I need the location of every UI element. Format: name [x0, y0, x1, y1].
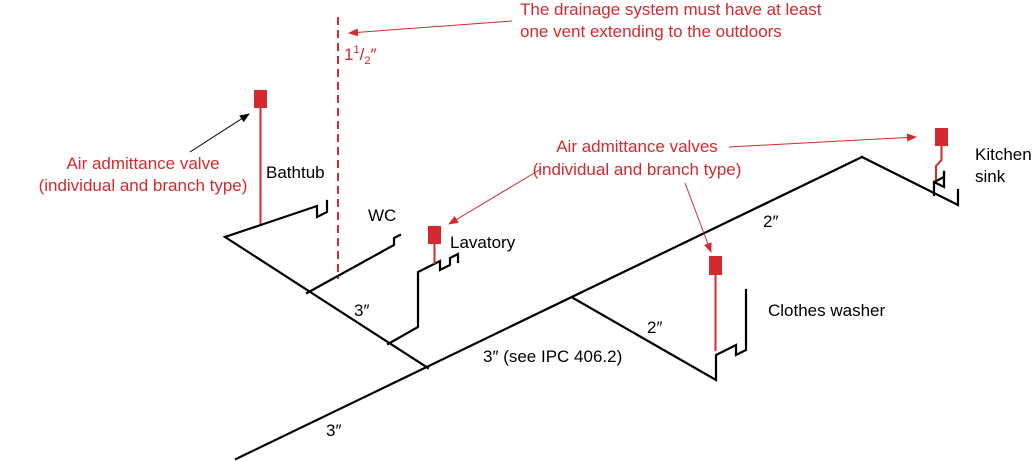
leader-lines [189, 20, 917, 253]
outdoor-vent-callout-line1: The drainage system must have at least [520, 0, 822, 19]
aav-single-callout-line1: Air admittance valve [66, 154, 219, 173]
drain-piping [222, 155, 960, 461]
vent-size-numerator: 1 [353, 44, 359, 56]
washer-2in-label: 2″ [647, 318, 662, 337]
vent-size-denominator: 2 [364, 55, 370, 67]
kitchen-2in-label: 2″ [763, 212, 778, 231]
bathtub-label: Bathtub [266, 163, 325, 182]
aav-multi-callout-line2: (individual and branch type) [533, 160, 742, 179]
outdoor-vent-callout-line2: one vent extending to the outdoors [520, 22, 782, 41]
branch-3in-label: 3″ [354, 301, 369, 320]
kitchen-sink-label-line1: Kitchen [975, 145, 1032, 164]
kitchen-sink-branch-pipe [860, 155, 960, 207]
bathtub-aav-leader [189, 113, 250, 153]
pipe-size-labels: 3″ 3″ (see IPC 406.2) 2″ 2″ 3″ [326, 212, 778, 440]
building-drain-3in-label: 3″ [326, 421, 341, 440]
aav-single-callout-line2: (individual and branch type) [39, 176, 248, 195]
bathtub-air-admittance-valve [254, 90, 267, 108]
kitchen-sink-label-line2: sink [975, 167, 1006, 186]
main-note-label: 3″ (see IPC 406.2) [483, 347, 622, 366]
clothes-washer-air-admittance-valve [709, 256, 722, 275]
clothes-washer-label: Clothes washer [768, 301, 886, 320]
kitchen-sink-trap-arm [932, 170, 946, 189]
red-callouts: The drainage system must have at least o… [39, 0, 822, 195]
lavatory-branch-pipe [386, 252, 460, 346]
upper-branch-pipe [222, 199, 430, 370]
aav-multi-callout-line1: Air admittance valves [556, 137, 718, 156]
kitchen-sink-air-admittance-valve [935, 128, 948, 146]
wc-label: WC [368, 206, 396, 225]
kitchen-sink-aav-leader [728, 133, 917, 148]
wc-branch-pipe [305, 233, 402, 295]
vent-size-unit: ″ [370, 45, 376, 64]
kitchen-sink-vent-riser [935, 146, 943, 180]
fixture-labels: Bathtub WC Lavatory Clothes washer Kitch… [266, 145, 1032, 320]
vent-size-label: 11/2″ [344, 44, 376, 67]
clothes-washer-aav-leader [684, 182, 712, 253]
main-drain-pipe [234, 155, 864, 461]
vent-system [254, 17, 948, 351]
vent-size-whole: 1 [344, 45, 353, 64]
lavatory-air-admittance-valve [428, 226, 441, 244]
vent-size-slash: / [360, 45, 365, 64]
clothes-washer-branch-pipe [571, 288, 748, 382]
lavatory-aav-leader [448, 168, 542, 225]
outdoor-vent-leader [348, 20, 513, 37]
lavatory-label: Lavatory [450, 233, 516, 252]
